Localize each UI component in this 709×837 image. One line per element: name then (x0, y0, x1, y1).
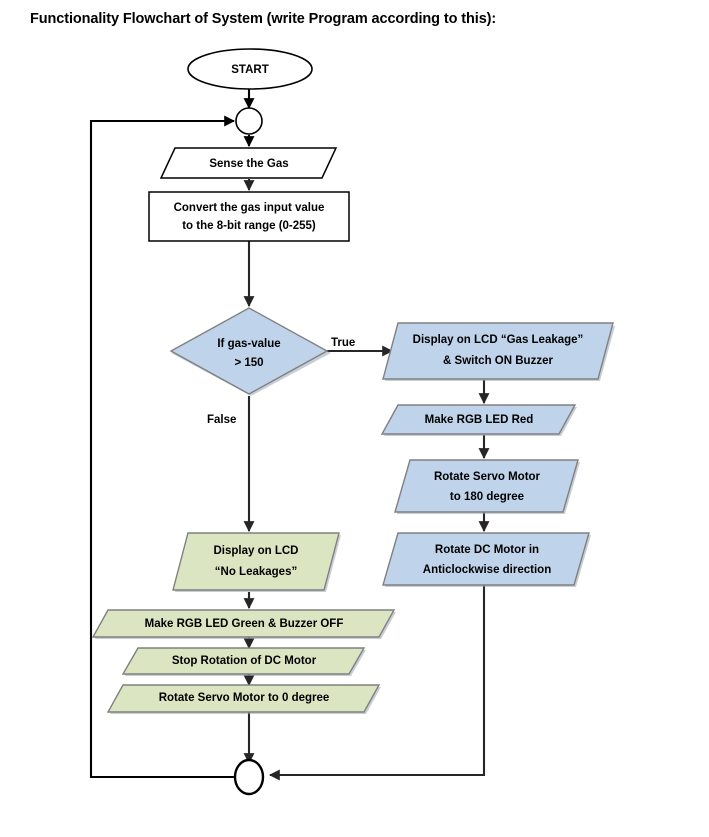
edge-label-false: False (207, 414, 236, 426)
servo180-parallelogram (394, 459, 579, 513)
junction-bottom-ellipse (233, 758, 265, 796)
servo180-label-line2: to 180 degree (450, 491, 524, 503)
node-dc-stop: Stop Rotation of DC Motor (121, 647, 366, 676)
edge-label-true: True (331, 337, 355, 349)
convert-label-line2: to the 8-bit range (0-255) (182, 220, 316, 232)
servo0-label: Rotate Servo Motor to 0 degree (159, 692, 330, 704)
lcd-noleak-parallelogram (172, 532, 340, 591)
led-green-label: Make RGB LED Green & Buzzer OFF (145, 618, 344, 630)
lcd-noleak-label-line1: Display on LCD (214, 545, 299, 557)
lcd-noleak-label-line2: “No Leakages” (215, 566, 297, 578)
start-ellipse (187, 48, 313, 90)
node-led-green: Make RGB LED Green & Buzzer OFF (91, 609, 396, 639)
node-junction-bottom (233, 758, 265, 796)
dcanti-label-line2: Anticlockwise direction (423, 564, 551, 576)
dcstop-parallelogram (121, 647, 366, 675)
led-red-parallelogram (380, 404, 577, 435)
lcd-leak-label-line1: Display on LCD “Gas Leakage” (413, 334, 584, 346)
lcd-leak-label-line2: & Switch ON Buzzer (443, 355, 553, 367)
decision-label-line1: If gas-value (217, 338, 280, 350)
node-dc-anticlockwise: Rotate DC Motor in Anticlockwise directi… (382, 532, 591, 587)
node-junction-top (235, 107, 263, 135)
servo0-parallelogram (106, 684, 381, 713)
servo180-label-line1: Rotate Servo Motor (434, 471, 541, 483)
node-servo-0: Rotate Servo Motor to 0 degree (106, 684, 381, 714)
lcd-leak-parallelogram (382, 322, 614, 380)
node-decision: If gas-value > 150 (169, 307, 331, 396)
page-title: Functionality Flowchart of System (write… (30, 11, 497, 27)
led-green-parallelogram (91, 609, 396, 638)
convert-rect (148, 191, 350, 242)
dcstop-label: Stop Rotation of DC Motor (172, 655, 317, 667)
dcanti-label-line1: Rotate DC Motor in (435, 544, 539, 556)
edge-feedback-loop (89, 115, 236, 779)
junction-top-circle (235, 107, 263, 135)
dcanti-parallelogram (382, 532, 590, 586)
node-start: START (187, 48, 313, 90)
node-led-red: Make RGB LED Red (380, 404, 577, 436)
decision-diamond (169, 307, 329, 395)
start-label: START (231, 64, 268, 76)
node-convert: Convert the gas input value to the 8-bit… (148, 191, 350, 242)
sense-label: Sense the Gas (209, 158, 288, 170)
node-lcd-gas-leakage: Display on LCD “Gas Leakage” & Switch ON… (382, 322, 615, 381)
decision-label-line2: > 150 (234, 357, 263, 369)
node-lcd-no-leakages: Display on LCD “No Leakages” (172, 532, 341, 592)
edge-dcanti-to-bottom (268, 585, 486, 781)
node-sense-the-gas: Sense the Gas (159, 147, 338, 179)
convert-label-line1: Convert the gas input value (174, 202, 325, 214)
sense-parallelogram (159, 147, 338, 179)
led-red-label: Make RGB LED Red (425, 414, 534, 426)
node-servo-180: Rotate Servo Motor to 180 degree (394, 459, 580, 514)
